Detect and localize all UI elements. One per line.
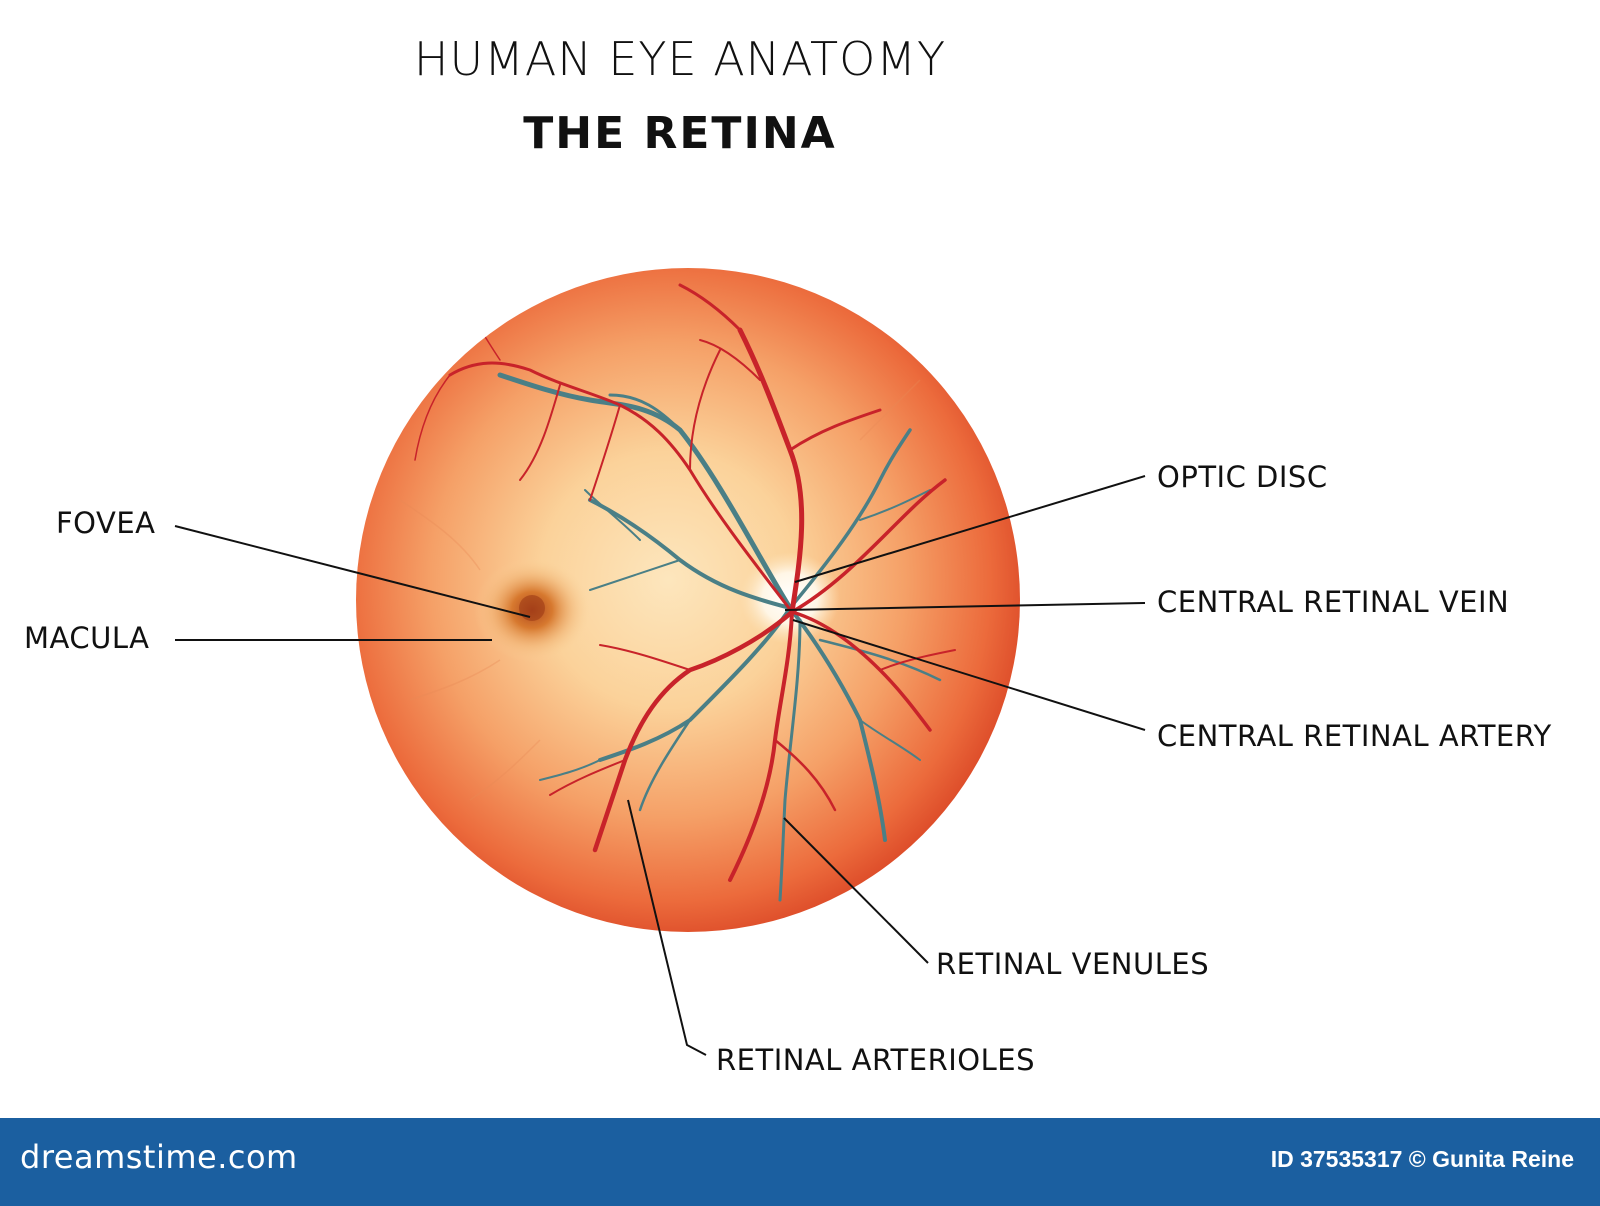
artery-network xyxy=(414,283,956,882)
footer-bar: dreamstime.com ID 37535317 © Gunita Rein… xyxy=(0,1118,1600,1206)
retinal-arterioles-leader xyxy=(627,799,707,1056)
label-central-retinal-vein: CENTRAL RETINAL VEIN xyxy=(1157,585,1510,619)
leader-lines xyxy=(174,475,1146,1056)
fovea-pit xyxy=(519,595,545,621)
label-retinal-venules: RETINAL VENULES xyxy=(936,947,1210,981)
label-fovea: FOVEA xyxy=(56,506,156,540)
fovea-leader xyxy=(174,525,531,618)
footer-brand[interactable]: dreamstime.com xyxy=(20,1138,298,1176)
label-central-retinal-artery: CENTRAL RETINAL ARTERY xyxy=(1157,719,1552,753)
retinal-venules-leader xyxy=(783,817,929,964)
label-macula: MACULA xyxy=(24,621,150,655)
diagram-title: HUMAN EYE ANATOMY xyxy=(413,32,947,86)
central-retinal-vein-leader xyxy=(784,602,1146,611)
optic-disc-leader xyxy=(794,475,1146,583)
label-optic-disc: OPTIC DISC xyxy=(1157,460,1328,494)
footer-credit: ID 37535317 © Gunita Reine xyxy=(1270,1146,1574,1172)
label-retinal-arterioles: RETINAL ARTERIOLES xyxy=(716,1043,1035,1077)
choroid-texture xyxy=(399,379,921,801)
diagram-subtitle: THE RETINA xyxy=(523,108,837,159)
central-retinal-artery-leader xyxy=(792,619,1146,731)
retina-fundus xyxy=(356,268,1020,932)
